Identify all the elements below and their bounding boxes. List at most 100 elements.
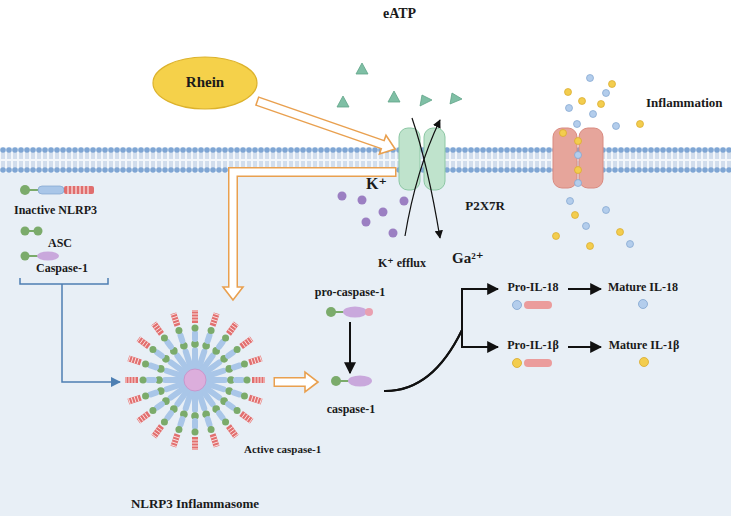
- arrow-line: [384, 289, 498, 391]
- shape: [261, 377, 262, 383]
- text-label: K⁺: [366, 175, 387, 193]
- shape: [192, 437, 198, 450]
- shape: [229, 323, 237, 334]
- shape: [150, 393, 156, 395]
- eatp-triangles: [337, 63, 462, 107]
- shape: [228, 404, 233, 408]
- drug-ellipse: Rhein: [152, 56, 258, 110]
- shape: [137, 396, 139, 402]
- shape: [128, 398, 130, 404]
- shape: [192, 310, 198, 323]
- caspase-icon: [328, 373, 374, 389]
- shape: [174, 436, 180, 438]
- shape: [241, 339, 252, 347]
- shape: [211, 436, 217, 438]
- shape: [149, 346, 156, 353]
- shape: [213, 313, 219, 315]
- protein-node: pro-caspase-1: [303, 286, 397, 322]
- shape: [171, 445, 177, 447]
- text-label: Inflammation: [646, 96, 723, 111]
- shape: [231, 325, 236, 329]
- node-text: Mature IL-1β: [609, 339, 679, 353]
- shape: [222, 419, 229, 426]
- arrow-outline: [274, 377, 307, 387]
- hollow-arrow: [274, 372, 319, 392]
- shape: [145, 342, 149, 347]
- shape: [145, 413, 149, 418]
- shape: [335, 311, 344, 313]
- shape: [348, 376, 372, 387]
- shape: [154, 426, 162, 437]
- arrow-head: [305, 372, 318, 392]
- membrane-core: [0, 147, 731, 173]
- hollow-arrow: [223, 172, 397, 300]
- cytokine-node: Mature IL-18: [601, 281, 685, 321]
- shape: [208, 426, 215, 433]
- shape: [157, 404, 162, 408]
- shape: [524, 359, 552, 367]
- shape: [192, 317, 198, 318]
- shape: [257, 398, 259, 404]
- caspase-icon: [21, 252, 60, 261]
- shape: [166, 384, 183, 390]
- shape: [142, 360, 149, 367]
- shape: [192, 446, 198, 447]
- node-text: caspase-1: [327, 403, 376, 417]
- arrow-line: [568, 346, 601, 348]
- arrow-fill: [275, 379, 307, 386]
- shape: [241, 360, 248, 367]
- shape: [331, 376, 341, 386]
- shape: [230, 327, 235, 331]
- cytoplasm: [0, 160, 731, 516]
- cytokine-dot: [637, 298, 649, 310]
- shape: [137, 359, 139, 365]
- shape: [157, 427, 162, 431]
- node-text: Pro-IL-18: [507, 281, 558, 295]
- shape: [140, 377, 147, 384]
- shape: [249, 337, 253, 342]
- shape: [213, 316, 219, 318]
- node-text: Pro-IL-1β: [507, 339, 558, 353]
- shape: [125, 377, 138, 383]
- node-text: P2X7R: [465, 199, 505, 214]
- arrow-outline: [257, 101, 385, 145]
- shape: [208, 327, 215, 334]
- shape: [192, 333, 198, 339]
- shape: [212, 319, 218, 321]
- shape: [167, 342, 171, 347]
- shape: [131, 398, 133, 404]
- text-label: eATP: [383, 6, 416, 22]
- shape: [513, 300, 522, 309]
- shape: [192, 325, 199, 332]
- shape: [192, 429, 199, 436]
- shape: [171, 313, 177, 315]
- shape: [247, 339, 251, 344]
- text-label: Active caspase-1: [244, 443, 321, 456]
- shape: [326, 307, 336, 317]
- shape: [231, 432, 236, 436]
- shape: [138, 339, 149, 347]
- shape: [157, 330, 162, 334]
- node-text: NLRP3 Inflammasome: [131, 497, 259, 512]
- shape: [175, 327, 182, 334]
- shape: [184, 369, 206, 391]
- arrow-line: [349, 322, 351, 373]
- cytokine-dots-blue: [566, 75, 634, 248]
- arrow-connector: [350, 322, 351, 373]
- shape: [161, 419, 168, 426]
- shape: [134, 397, 136, 403]
- text-label: Ga²⁺: [452, 250, 484, 267]
- shape: [128, 356, 130, 362]
- arrow-fill: [233, 172, 395, 289]
- shape: [639, 299, 648, 308]
- shape: [140, 339, 144, 344]
- shape: [192, 311, 198, 312]
- shape: [148, 377, 154, 383]
- assembly-bracket: [20, 278, 120, 382]
- shape: [236, 377, 242, 383]
- shape: [365, 308, 373, 316]
- arrow-connector: [384, 289, 498, 391]
- shape: [186, 351, 192, 368]
- shape: [211, 322, 217, 324]
